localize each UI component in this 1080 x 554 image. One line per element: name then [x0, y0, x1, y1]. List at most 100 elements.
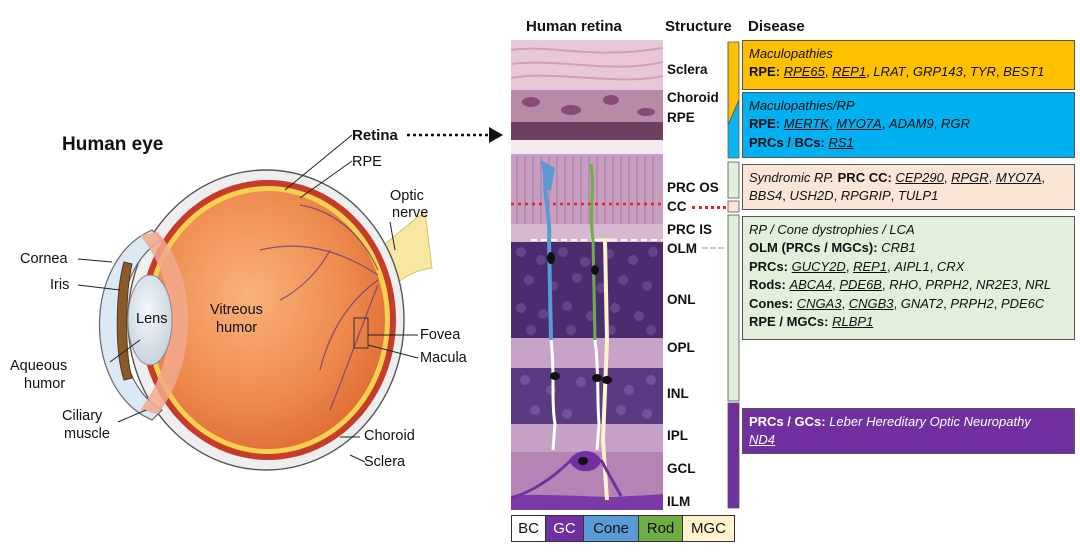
gene-name: RPGR — [951, 170, 989, 185]
gene-name: ND4 — [749, 432, 776, 448]
disease-title: Maculopathies — [749, 46, 833, 61]
disease-box-lhon: PRCs / GCs: Leber Hereditary Optic Neuro… — [742, 408, 1075, 454]
gene-name: MYO7A — [836, 116, 882, 132]
gene-name: BBS4 — [749, 188, 783, 204]
label-sclera: Sclera — [364, 454, 406, 470]
label-lens: Lens — [136, 311, 168, 327]
header-structure: Structure — [665, 18, 732, 35]
gene-name: AIPL1 — [894, 258, 930, 274]
disease-title: Maculopathies/RP — [749, 98, 855, 113]
label-choroid: Choroid — [364, 428, 415, 444]
header-disease: Disease — [748, 18, 805, 35]
disease-box-maculopathies: Maculopathies RPE: RPE65, REP1, LRAT, GR… — [742, 40, 1075, 90]
label-macula: Macula — [420, 350, 467, 366]
gene-name: MERTK — [783, 116, 829, 132]
gene-label: OLM (PRCs / MGCs): — [749, 240, 878, 256]
label-aqueous-2: humor — [24, 376, 66, 392]
label-vitreous-2: humor — [216, 320, 258, 336]
header-human-retina: Human retina — [526, 18, 622, 35]
label-optic-2: nerve — [392, 205, 429, 221]
legend-label: MGC — [691, 520, 726, 537]
gene-name: NRL — [1025, 277, 1052, 293]
gene-label: Cones: — [749, 295, 794, 311]
struct-prc-os: PRC OS — [667, 180, 719, 195]
gene-name: RPGRIP — [840, 188, 891, 204]
gene-name: PRPH2 — [925, 277, 969, 293]
legend-bc: BC — [511, 515, 546, 542]
legend-cone: Cone — [583, 515, 639, 542]
legend-label: BC — [518, 520, 539, 537]
disease-box-rp-cone-lca: RP / Cone dystrophies / LCA OLM (PRCs / … — [742, 216, 1075, 340]
struct-opl: OPL — [667, 340, 695, 355]
gene-name: ADAM9 — [888, 116, 934, 132]
label-ciliary-1: Ciliary — [62, 408, 103, 424]
gene-label: PRCs / GCs: — [749, 414, 826, 429]
legend-mgc: MGC — [682, 515, 735, 542]
gene-label: PRCs / BCs: — [749, 134, 825, 150]
struct-choroid: Choroid — [667, 90, 719, 105]
gene-name: CNGA3 — [796, 295, 842, 311]
gene-name: REP1 — [832, 64, 867, 80]
gene-name: RHO — [889, 277, 919, 293]
disease-color-strip — [727, 41, 740, 509]
label-iris: Iris — [50, 277, 70, 293]
gene-label: PRC CC: — [837, 170, 892, 185]
gene-name: CEP290 — [895, 170, 944, 185]
gene-label: RPE: — [749, 64, 781, 80]
gene-label: Rods: — [749, 277, 786, 293]
label-optic-1: Optic — [390, 188, 424, 204]
gene-name: TYR — [969, 64, 996, 80]
struct-olm: OLM — [667, 241, 697, 256]
gene-name: CRB1 — [881, 240, 916, 256]
disease-box-maculopathies-rp: Maculopathies/RP RPE: MERTK, MYO7A, ADAM… — [742, 92, 1075, 158]
gene-name: LRAT — [873, 64, 906, 80]
label-retina: Retina — [352, 127, 398, 144]
eye-diagram — [77, 134, 433, 471]
legend-label: GC — [553, 520, 576, 537]
gene-name: PDE6B — [839, 277, 882, 293]
legend-gc: GC — [545, 515, 584, 542]
gene-name: TULP1 — [897, 188, 939, 204]
struct-gcl: GCL — [667, 461, 696, 476]
struct-inl: INL — [667, 386, 689, 401]
struct-rpe: RPE — [667, 110, 695, 125]
gene-name: CRX — [936, 258, 965, 274]
eye-title: Human eye — [62, 134, 164, 155]
retina-arrow — [407, 127, 503, 143]
label-ciliary-2: muscle — [64, 426, 110, 442]
gene-name: RS1 — [828, 134, 854, 150]
gene-name: REP1 — [853, 258, 888, 274]
gene-name: GNAT2 — [900, 295, 944, 311]
gene-label: RPE: — [749, 116, 781, 132]
legend-label: Cone — [593, 520, 629, 537]
gene-label: RPE / MGCs: — [749, 314, 829, 330]
gene-name: MYO7A — [995, 170, 1042, 185]
gene-name: GRP143 — [912, 64, 963, 80]
gene-name: GUCY2D — [791, 258, 846, 274]
struct-onl: ONL — [667, 292, 696, 307]
olm-connector — [702, 247, 724, 249]
disease-box-syndromic-rp: Syndromic RP. PRC CC: CEP290, RPGR, MYO7… — [742, 164, 1075, 210]
gene-label: PRCs: — [749, 258, 789, 274]
gene-name: PRPH2 — [950, 295, 994, 311]
gene-name: USH2D — [789, 188, 834, 204]
legend-rod: Rod — [638, 515, 683, 542]
cc-connector — [692, 206, 726, 209]
label-rpe: RPE — [352, 154, 382, 170]
legend-label: Rod — [646, 520, 675, 537]
disease-title: Leber Hereditary Optic Neuropathy — [829, 414, 1031, 429]
gene-name: RGR — [940, 116, 970, 132]
gene-name: RPE65 — [783, 64, 825, 80]
struct-prc-is: PRC IS — [667, 222, 713, 237]
gene-name: NR2E3 — [975, 277, 1018, 293]
label-cornea: Cornea — [20, 251, 68, 267]
retina-histology — [511, 40, 663, 510]
struct-cc: CC — [667, 199, 687, 214]
label-vitreous-1: Vitreous — [210, 302, 263, 318]
gene-name: ABCA4 — [789, 277, 833, 293]
label-fovea: Fovea — [420, 327, 461, 343]
label-aqueous-1: Aqueous — [10, 358, 68, 374]
disease-title: Syndromic RP. — [749, 170, 835, 185]
struct-sclera: Sclera — [667, 62, 708, 77]
struct-ilm: ILM — [667, 494, 691, 509]
